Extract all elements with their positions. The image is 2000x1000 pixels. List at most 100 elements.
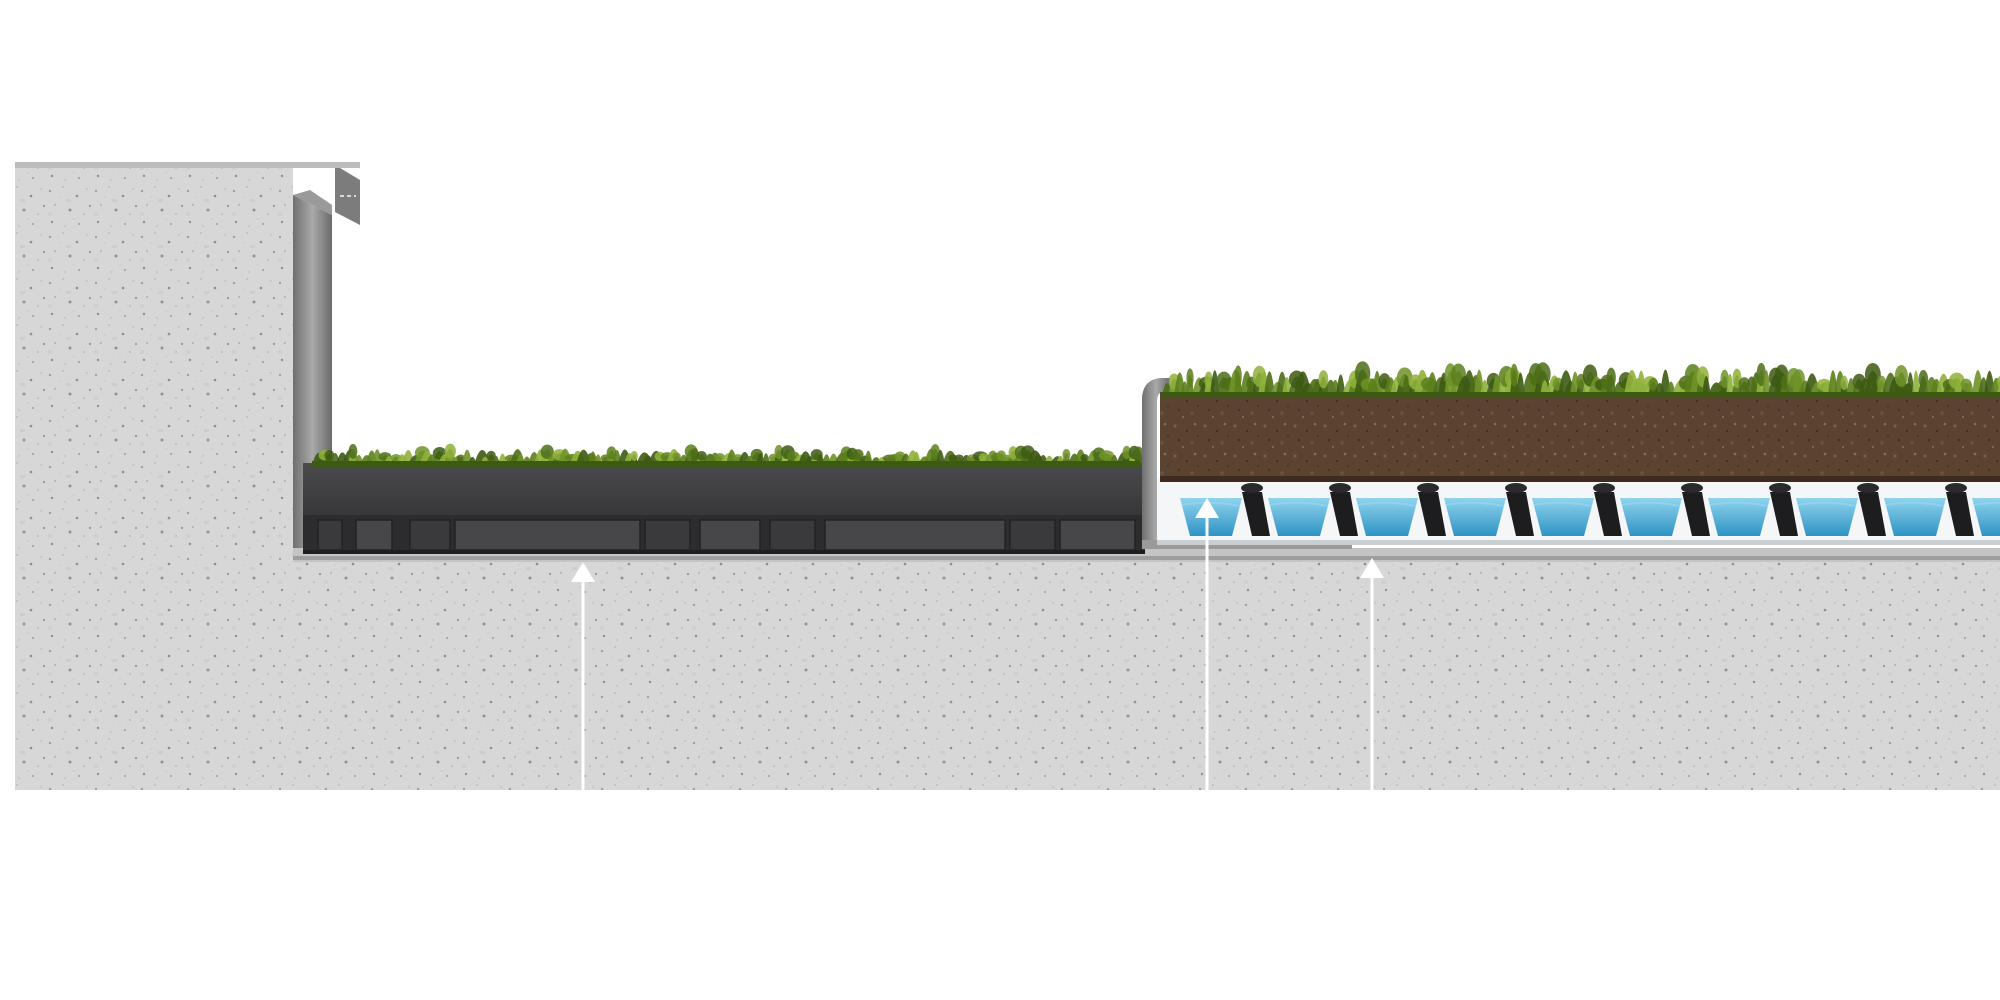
sedum-leaf [1726, 373, 1735, 396]
water-reservoir [1268, 498, 1330, 536]
drainage-cone [1946, 492, 1974, 536]
drainage-board-bottom [1157, 540, 2000, 545]
sedum-rosette [672, 452, 681, 462]
water-ripple [1181, 501, 1241, 507]
drainage-cone [1682, 492, 1710, 536]
water-ripple [1357, 501, 1417, 507]
sedum-rosette [1606, 367, 1616, 388]
sedum-rosette [852, 449, 864, 461]
modular-tray-system [303, 463, 1145, 554]
flashing-top [293, 190, 332, 215]
sedum-rosette [930, 444, 940, 459]
sedum-rosette [1186, 368, 1194, 388]
tray-body [303, 463, 1145, 518]
cone-cap [1241, 483, 1263, 493]
sedum-rosette [1756, 362, 1766, 387]
pointer-tray-base [571, 562, 595, 790]
sedum-rosette [540, 444, 554, 460]
drainage-cone [1594, 492, 1622, 536]
water-ripple [1797, 501, 1857, 507]
sedum-rosette [1780, 375, 1789, 390]
concrete-slab [15, 560, 2000, 790]
sedum-leaf [1636, 370, 1647, 396]
sedum-leaf [1336, 374, 1346, 396]
water-ripple [1445, 501, 1505, 507]
water-reservoir [1620, 498, 1682, 536]
tray-foot [1059, 519, 1136, 551]
water-ripple [1885, 501, 1945, 507]
sedum-rosette [1918, 370, 1929, 389]
sedum-rosette [774, 444, 784, 460]
pointer-arrows [571, 498, 1384, 790]
water-ripple [1709, 501, 1769, 507]
water-reservoir [1972, 498, 2000, 536]
drainage-cone [1418, 492, 1446, 536]
water-reservoir [1356, 498, 1418, 536]
sedum-rosette [954, 454, 964, 462]
sedum-rosette [1080, 453, 1089, 462]
drainage-cone [1506, 492, 1534, 536]
sedum-rosette [1648, 377, 1659, 391]
growing-substrate [1160, 392, 2000, 482]
tray-foot [317, 519, 343, 551]
pointer-membrane [1360, 558, 1384, 790]
sedum-rosette [1134, 446, 1144, 460]
tray-bottom-line [303, 550, 1145, 554]
sedum-leaf [1954, 378, 1964, 396]
drainage-reservoir-board [1157, 478, 2000, 545]
sedum-rosette [1318, 370, 1329, 389]
sedum-rosette [1204, 371, 1213, 389]
sedum-leaf [1906, 372, 1915, 396]
sedum-leaf [1912, 370, 1921, 396]
edge-profile-shape [1142, 378, 1170, 548]
sedum-rosette [1720, 369, 1729, 389]
water-reservoir [1708, 498, 1770, 536]
tray-foot [824, 519, 1006, 551]
drainage-cone [1858, 492, 1886, 536]
sedum-leaf [1402, 374, 1411, 396]
membrane-edge [293, 556, 2000, 560]
tray-foot [699, 519, 761, 551]
sedum-leaf [1762, 370, 1771, 396]
cone-cap [1769, 483, 1791, 493]
pointer-drainage-board [1195, 498, 1219, 790]
tray-foot [644, 519, 691, 551]
water-reservoir [1444, 498, 1506, 536]
tray-foot [454, 519, 641, 551]
capping-top-edge [15, 162, 360, 168]
substrate-base-line [1160, 476, 2000, 482]
sedum-rosette [1104, 454, 1113, 462]
sedum-rosette [348, 443, 358, 459]
cone-cap [1681, 483, 1703, 493]
sedum-rosette [1996, 375, 2000, 389]
sedum-mat-left [312, 443, 1144, 467]
sedum-rosette [444, 443, 456, 459]
cone-cap [1857, 483, 1879, 493]
water-reservoir [1532, 498, 1594, 536]
sedum-leaf [1516, 372, 1526, 396]
tray-foot [409, 519, 451, 551]
cone-cap [1505, 483, 1527, 493]
cone-cap [1945, 483, 1967, 493]
sedum-mat-right [1162, 361, 2000, 398]
water-reservoir [1796, 498, 1858, 536]
sedum-rosette [1894, 365, 1908, 387]
sedum-rosette [1876, 375, 1887, 391]
drainage-cone [1330, 492, 1358, 536]
sedum-rosette [1234, 365, 1242, 387]
sedum-rosette [486, 450, 496, 461]
tray-feet-group [317, 519, 1136, 551]
water-ripple [1269, 501, 1329, 507]
sedum-rosette [696, 450, 707, 461]
sedum-rosette [1122, 445, 1131, 460]
water-reservoir [1884, 498, 1946, 536]
water-ripple [1533, 501, 1593, 507]
cone-cap [1417, 483, 1439, 493]
water-ripple [1973, 501, 2000, 506]
sedum-base [1162, 392, 2000, 398]
cone-cap [1593, 483, 1615, 493]
sedum-rosette [1510, 363, 1518, 387]
water-ripple [1621, 501, 1681, 507]
sedum-rosette [1840, 375, 1848, 391]
